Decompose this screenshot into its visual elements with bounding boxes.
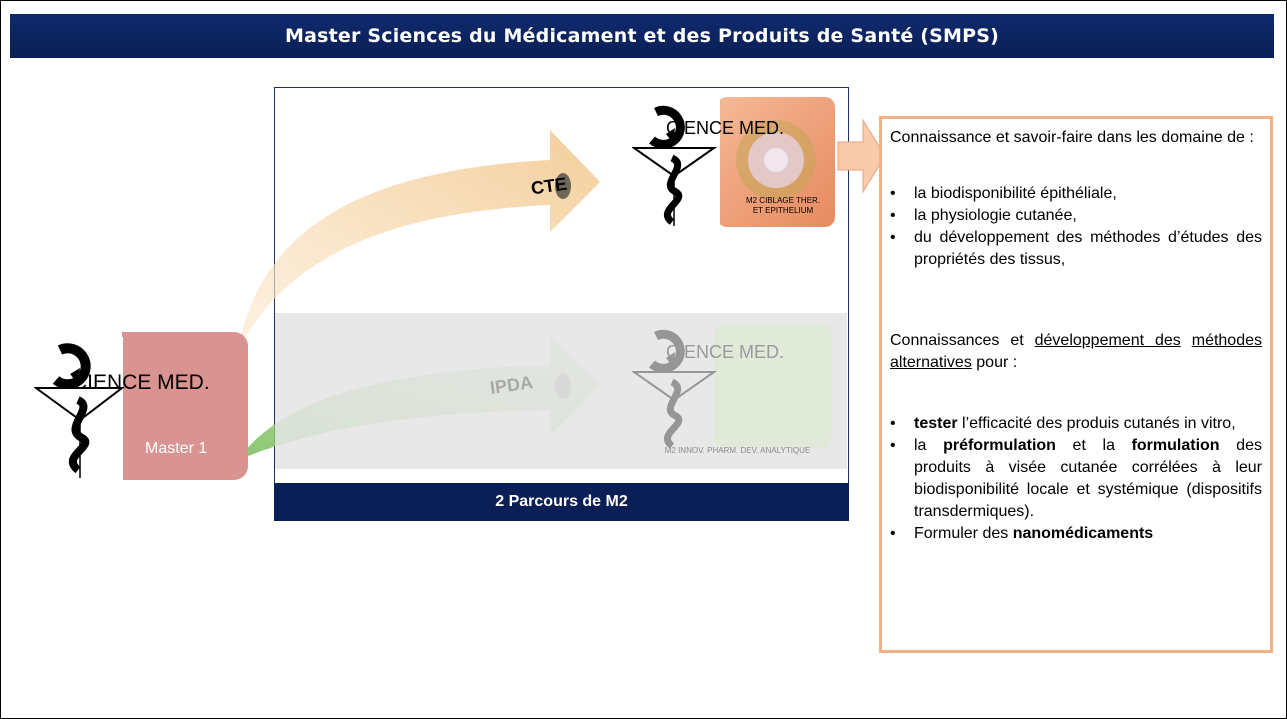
caduceus-icon: [632, 105, 718, 226]
master1-logo-text: CIENCE MED.: [72, 371, 210, 394]
bold-term: formulation: [1131, 437, 1220, 454]
info-intro: Connaissance et savoir-faire dans les do…: [890, 129, 1254, 146]
item-text: des produits à visée cutanée corrélées à…: [914, 437, 1262, 520]
caduceus-icon: [632, 329, 718, 449]
master1-panel: [122, 332, 248, 480]
bold-term: tester: [914, 415, 958, 432]
master1-label: Master 1: [145, 440, 208, 457]
bold-term: préformulation: [943, 437, 1056, 454]
para2-underline-1: développement des: [1034, 332, 1181, 349]
info-para-2: Connaissances et développement des métho…: [890, 330, 1262, 374]
parcours-footer: 2 Parcours de M2: [274, 483, 849, 521]
list-item: tester l’efficacité des produis cutanés …: [890, 413, 1262, 435]
item-text: Formuler des: [914, 525, 1013, 542]
para2-underline-2: méthodes alternatives: [890, 332, 1262, 371]
connector-arrow: [837, 118, 886, 194]
list-item: Formuler des nanomédicaments: [890, 523, 1262, 545]
ipda-logo-text: CIENCE MED.: [666, 342, 785, 362]
slide-title: Master Sciences du Médicament et des Pro…: [10, 14, 1274, 58]
para2-text: Connaissances et: [890, 332, 1035, 349]
para2-end: pour :: [971, 354, 1018, 371]
info-list-2: tester l’efficacité des produis cutanés …: [890, 413, 1262, 545]
cte-arrow: [238, 130, 600, 350]
cte-caption-2: ET EPITHELIUM: [752, 206, 814, 215]
cte-dot: [555, 173, 571, 199]
ipda-caption: M2 INNOV. PHARM. DEV. ANALYTIQUE: [664, 446, 811, 455]
info-list-1: la biodisponibilité épithéliale, la phys…: [890, 183, 1262, 271]
cte-caption-1: M2 CIBLAGE THER.: [745, 196, 821, 205]
item-text: l’efficacité des produis cutanés in vitr…: [957, 415, 1236, 432]
cte-logo-text: CIENCE MED.: [666, 118, 785, 138]
item-text: et la: [1055, 437, 1132, 454]
item-text: la: [914, 437, 944, 454]
info-box: Connaissance et savoir-faire dans les do…: [879, 116, 1273, 653]
list-item: la physiologie cutanée,: [890, 205, 1262, 227]
list-item: du développement des méthodes d’études d…: [890, 227, 1262, 271]
bold-term: nanomédicaments: [1012, 525, 1154, 542]
list-item: la préformulation et la formulation des …: [890, 435, 1262, 523]
list-item: la biodisponibilité épithéliale,: [890, 183, 1262, 205]
nanoparticle-icon: [736, 120, 816, 200]
ipda-image: [714, 324, 832, 448]
caduceus-icon: [34, 343, 125, 478]
